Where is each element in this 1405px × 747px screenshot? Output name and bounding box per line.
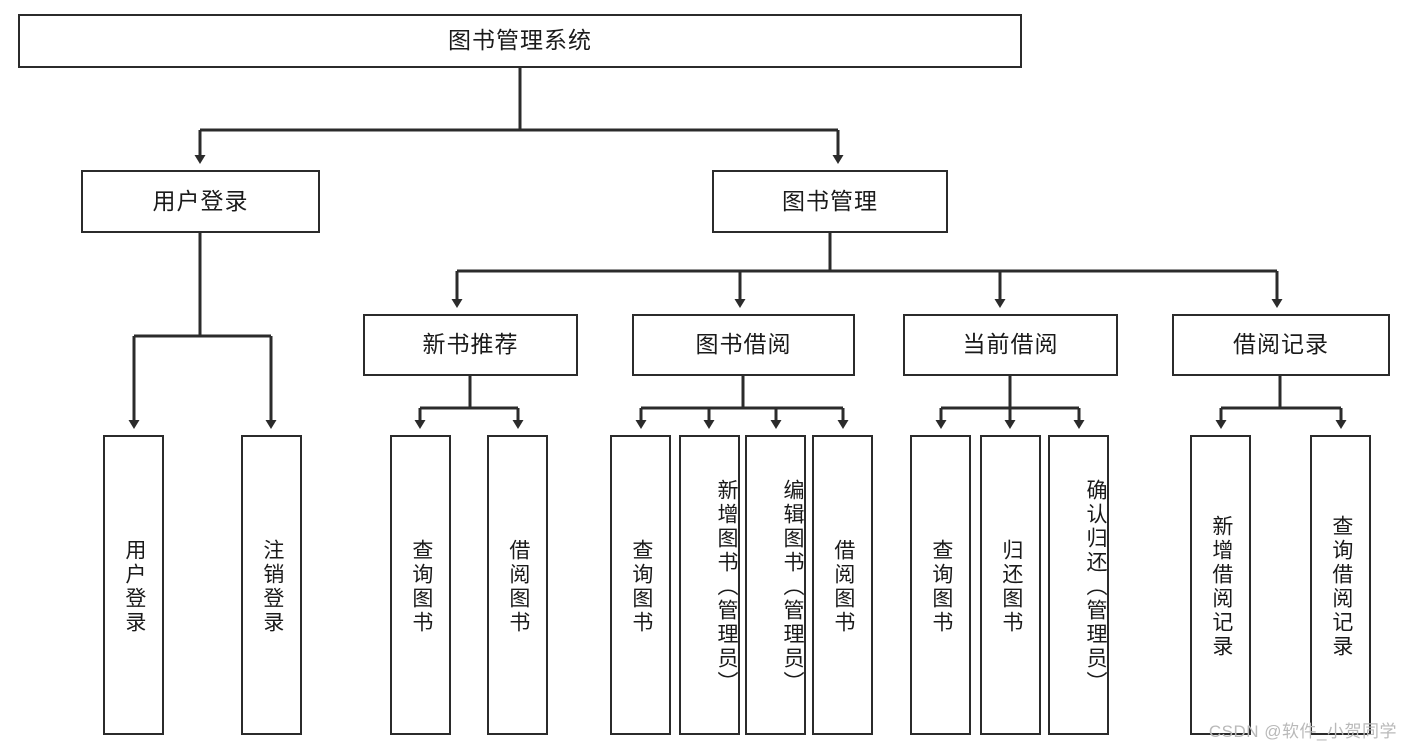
leaf-query-book-current[interactable]: 查询图书 [910,435,971,735]
node-root-system[interactable]: 图书管理系统 [18,14,1022,68]
node-book-management[interactable]: 图书管理 [712,170,948,233]
leaf-edit-book-admin[interactable]: 编辑图书（管理员） [745,435,806,735]
leaf-borrow-book-recommend[interactable]: 借阅图书 [487,435,548,735]
leaf-logout[interactable]: 注销登录 [241,435,302,735]
leaf-return-book[interactable]: 归还图书 [980,435,1041,735]
node-user-login[interactable]: 用户登录 [81,170,320,233]
leaf-add-book-admin[interactable]: 新增图书（管理员） [679,435,740,735]
leaf-user-login[interactable]: 用户登录 [103,435,164,735]
leaf-query-book-borrow[interactable]: 查询图书 [610,435,671,735]
node-book-borrow[interactable]: 图书借阅 [632,314,855,376]
watermark-text: CSDN @软件_小贺同学 [1208,722,1397,741]
leaf-confirm-return-admin[interactable]: 确认归还（管理员） [1048,435,1109,735]
leaf-query-borrow-record[interactable]: 查询借阅记录 [1310,435,1371,735]
node-new-book-recommend[interactable]: 新书推荐 [363,314,578,376]
leaf-query-book-recommend[interactable]: 查询图书 [390,435,451,735]
leaf-borrow-book[interactable]: 借阅图书 [812,435,873,735]
leaf-add-borrow-record[interactable]: 新增借阅记录 [1190,435,1251,735]
node-borrow-record[interactable]: 借阅记录 [1172,314,1390,376]
node-current-borrow[interactable]: 当前借阅 [903,314,1118,376]
